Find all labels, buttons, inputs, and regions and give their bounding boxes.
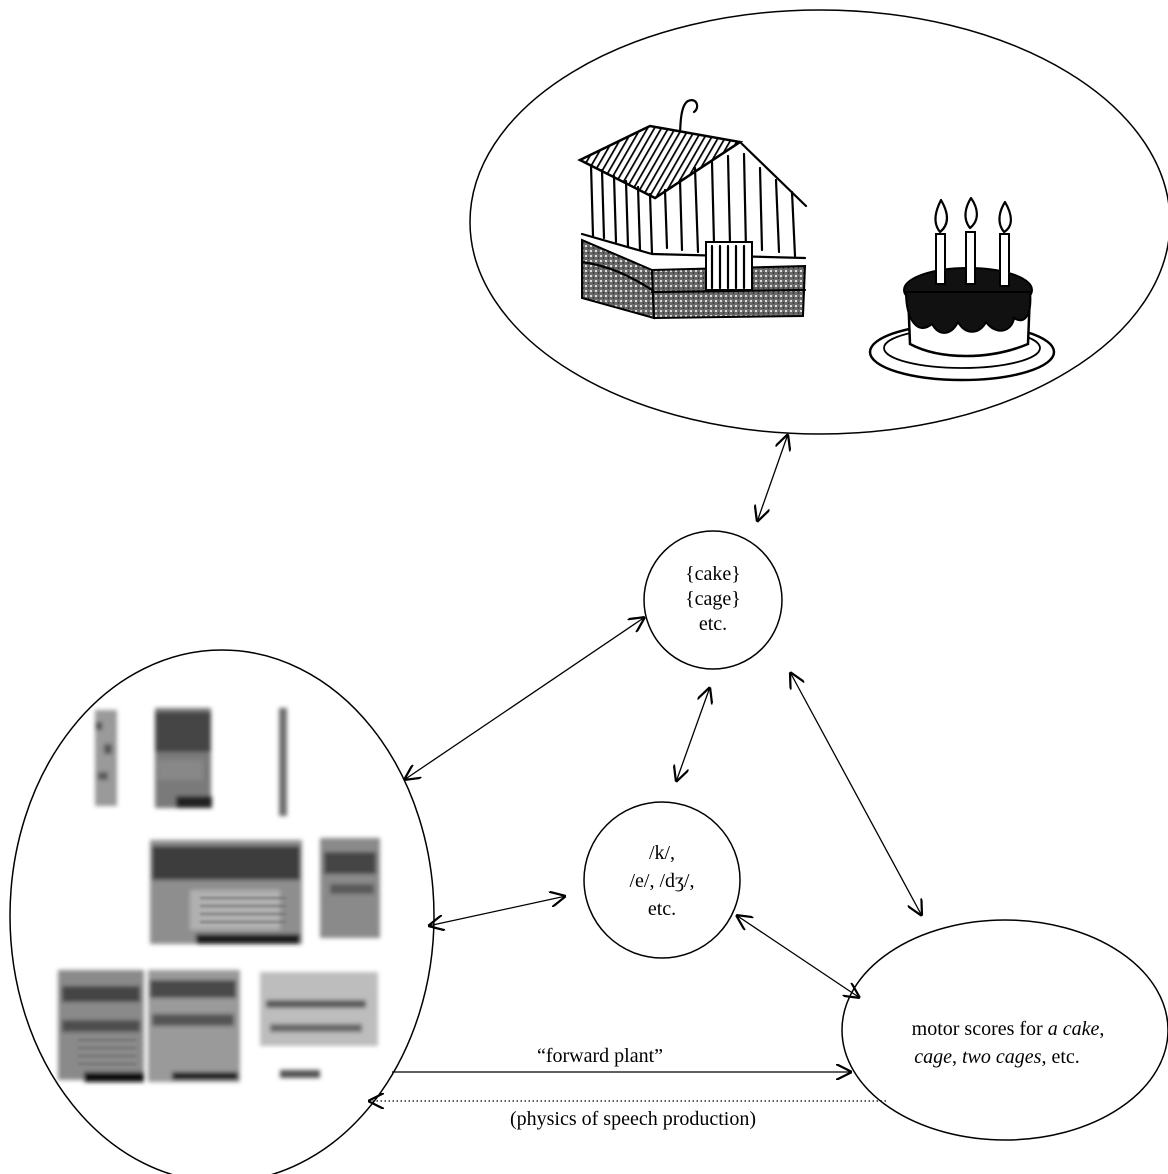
forward-plant-label: “forward plant”	[537, 1045, 663, 1067]
motor-node: motor scores for a cake, cage, two cages…	[841, 919, 1168, 1141]
motor-label-1: motor scores for a cake,	[912, 1018, 1105, 1040]
motor-ellipse	[841, 919, 1168, 1141]
arrow-phoneme-motor	[736, 915, 860, 998]
morpheme-node: {cake} {cage} etc.	[643, 530, 783, 670]
meaning-node	[469, 9, 1168, 435]
spectrogram-image	[58, 708, 380, 1082]
phoneme-node: /k/, /e/, /dʒ/, etc.	[583, 801, 741, 959]
birthday-cake-drawing	[868, 196, 1056, 382]
acoustic-node	[9, 649, 435, 1174]
phoneme-label-2: /e/, /dʒ/,	[630, 870, 695, 892]
birdcage-drawing	[577, 99, 808, 320]
phoneme-label-3: etc.	[648, 898, 676, 920]
meaning-ellipse	[469, 9, 1168, 435]
morpheme-label-1: {cake}	[685, 563, 741, 585]
arrows	[368, 434, 922, 1101]
arrow-morpheme-phoneme	[676, 687, 710, 782]
phoneme-label-1: /k/,	[649, 842, 675, 864]
morpheme-label-3: etc.	[699, 613, 727, 635]
arrow-morpheme-acoustic	[404, 617, 645, 780]
arrow-morpheme-motor	[790, 672, 922, 916]
motor-label-2: cage, two cages, etc.	[914, 1046, 1080, 1068]
phoneme-circle	[583, 801, 741, 959]
arrow-meaning-morpheme	[757, 434, 788, 522]
arrow-acoustic-phoneme	[428, 896, 566, 926]
morpheme-circle	[643, 530, 783, 670]
morpheme-label-2: {cage}	[685, 588, 741, 610]
physics-label: (physics of speech production)	[510, 1108, 756, 1130]
